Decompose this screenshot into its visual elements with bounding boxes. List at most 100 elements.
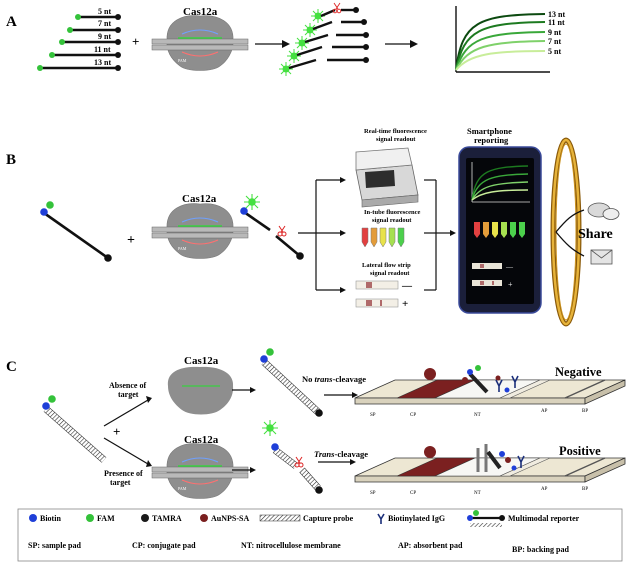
strip-neg-ap: AP [541,409,548,414]
share-ring-icon [550,137,582,327]
legend-nt: NT: nitrocellulose membrane [241,541,341,550]
legend-fam: FAM [97,514,115,523]
probe-label-9nt: 9 nt [98,32,111,41]
absence-line1: Absence of [109,381,146,390]
legend-biotin-swatch [29,514,37,522]
positive-strip-reporters [424,444,525,472]
legend-tamra: TAMRA [152,514,182,523]
legend-capture-swatch [259,514,301,522]
arrow-a2 [410,40,418,48]
share-arrows [555,209,585,257]
legend-fam-swatch [86,514,94,522]
readout-tube-line2: signal readout [372,217,412,224]
arrow-a1 [282,40,290,48]
legend-cp: CP: conjugate pad [132,541,196,550]
strip-pos-ap: AP [541,487,548,492]
readout-lfs-line2: signal readout [370,270,410,277]
svg-text:—: — [505,263,514,271]
cas12a-complex-b [151,202,249,260]
share-label: Share [578,227,613,242]
strip-neg-cp: CP [410,413,416,418]
legend-ap: AP: absorbent pad [398,541,463,550]
cas12a-label-c1: Cas12a [184,355,219,367]
readout-lfs-line1: Lateral flow strip [362,262,411,269]
legend-reporter: Multimodal reporter [508,514,580,523]
trans-cleavage-label: Trans-cleavage [314,449,368,459]
cas12a-complex-c [151,442,249,500]
cas12a-label-c2: Cas12a [184,434,219,446]
plus-sign-c: + [113,424,120,439]
positive-label: Positive [559,444,601,458]
no-trans-cleavage-label: No trans-cleavage [302,374,366,384]
fluorescence-reader-icon [355,147,419,208]
readout-realtime-line1: Real-time fluorescence [364,128,427,135]
curve-label-11nt: 11 nt [548,18,565,27]
readout-tube-line1: In-tube fluorescence [364,209,421,216]
strip-pos-nt: NT [474,491,481,496]
cas12a-label-a: Cas12a [183,6,218,18]
negative-label: Negative [555,365,602,379]
phone-branch-arrows [424,179,450,291]
legend-igg-icon [377,513,385,524]
absence-line2: target [118,390,139,399]
cleaved-reporter-b [240,194,304,260]
chat-icon [587,202,620,220]
smartphone-title-line1: Smartphone [467,126,512,136]
smartphone-icon: — + [458,146,542,314]
panel-a-probes [37,14,121,71]
panel-b-label: B [6,152,16,168]
legend-biotin: Biotin [40,514,61,523]
fluorescence-tubes-icon [361,227,405,248]
smartphone-title-line2: reporting [474,135,509,145]
lfs-positive-sign: + [402,298,408,310]
lfs-negative-sign: — [401,281,413,292]
mail-icon [590,249,613,265]
readout-branch-arrows [298,179,340,291]
legend-sp: SP: sample pad [28,541,81,550]
probe-label-5nt: 5 nt [98,7,111,16]
cleaved-probes [279,9,325,76]
curve-label-7nt: 7 nt [548,37,561,46]
legend-igg: Biotinylated IgG [388,514,445,523]
legend-box [17,508,623,562]
legend-aunps-swatch [200,514,208,522]
strip-neg-nt: NT [474,413,481,418]
svg-text:+: + [508,280,513,289]
cas12a-complex-a [151,14,249,72]
legend-bp: BP: backing pad [512,545,569,554]
cas12a-label-b: Cas12a [182,193,217,205]
legend-reporter-icon [467,510,505,527]
lateral-flow-strip-negative [354,379,626,405]
presence-line2: target [110,478,131,487]
strip-pos-bp: BP [582,487,588,492]
panel-a-label: A [6,14,17,30]
lateral-flow-strips-icon [355,280,399,308]
negative-strip-reporters [424,365,519,394]
panel-c-label: C [6,359,17,375]
cas12a-apo-c [167,366,234,415]
lateral-flow-strip-positive [354,457,626,483]
legend-tamra-swatch [141,514,149,522]
kinetics-plot [455,6,550,73]
probe-label-13nt: 13 nt [94,58,111,67]
capture-probe-reporter-c [42,395,107,463]
curve-label-9nt: 9 nt [548,28,561,37]
legend-aunps: AuNPS-SA [211,514,249,523]
probe-label-7nt: 7 nt [98,19,111,28]
cleaved-reporter-c [262,420,323,494]
readout-realtime-line2: signal readout [376,136,416,143]
probe-label-11nt: 11 nt [94,45,111,54]
strip-neg-sp: SP [370,413,376,418]
scissors-icon [332,2,342,14]
strip-pos-cp: CP [410,491,416,496]
strip-neg-bp: BP [582,409,588,414]
reporter-probe-b [40,201,112,262]
curve-label-13nt: 13 nt [548,10,565,19]
strip-pos-sp: SP [370,491,376,496]
plus-sign-a: + [132,34,139,49]
presence-line1: Presence of [104,469,143,478]
legend-capture: Capture probe [303,514,354,523]
curve-label-5nt: 5 nt [548,47,561,56]
intact-reporter-c [260,348,323,417]
